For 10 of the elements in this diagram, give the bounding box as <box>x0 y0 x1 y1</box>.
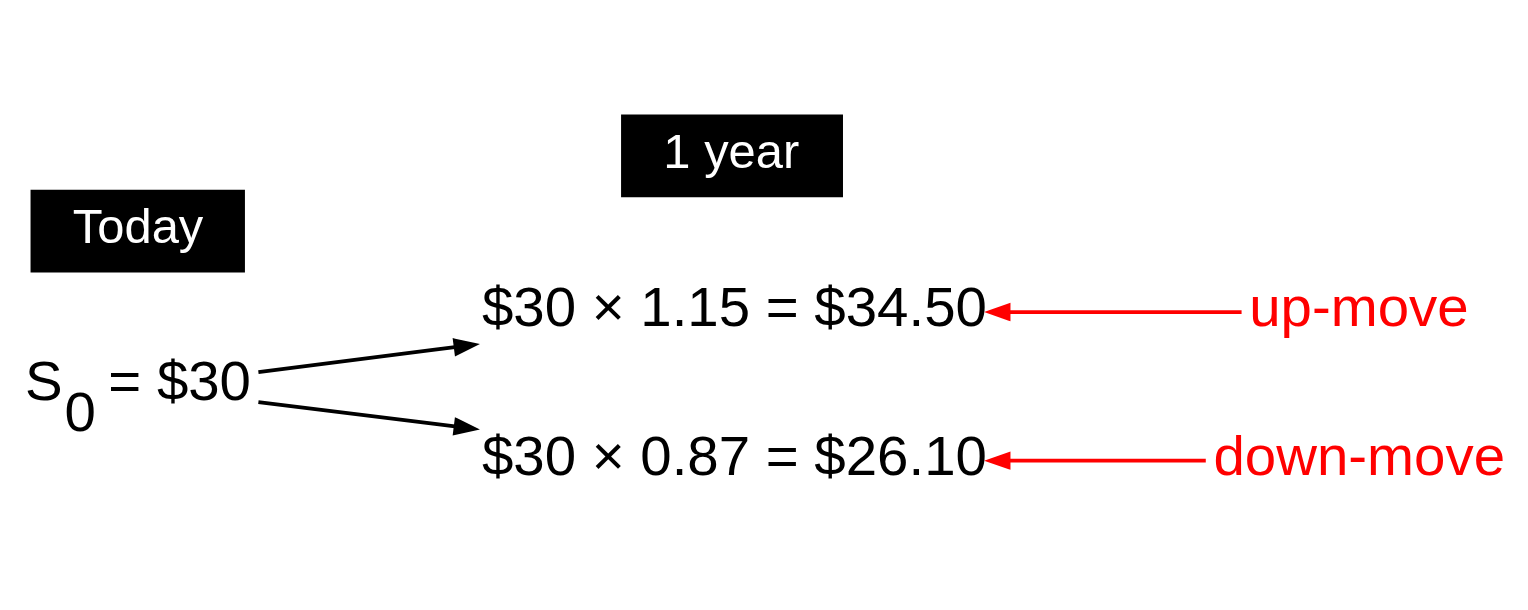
node-text: $30 × 1.15 = $34.50 <box>481 275 987 339</box>
node-text: $30 × 0.87 = $26.10 <box>481 423 987 487</box>
arrow <box>984 451 1206 470</box>
arrow <box>258 338 480 374</box>
node-box: Today <box>30 189 245 273</box>
node-box: 1 year <box>621 114 843 198</box>
arrow <box>258 400 480 436</box>
node-text: up-move <box>1249 275 1469 339</box>
node-text: down-move <box>1213 423 1506 487</box>
arrow <box>984 302 1242 322</box>
